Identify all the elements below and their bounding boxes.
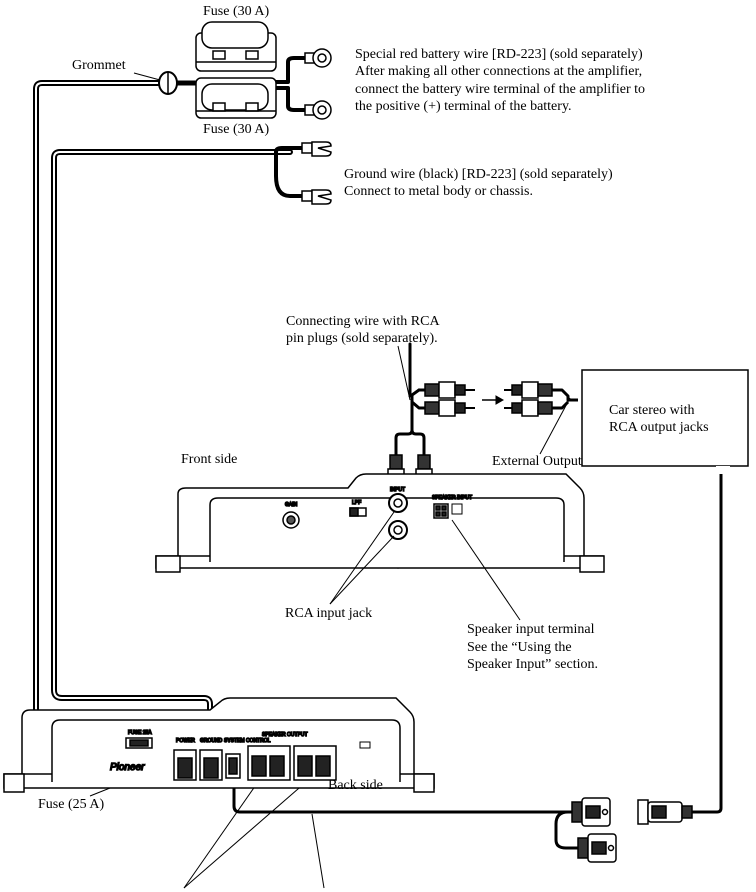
bottom-leaders <box>89 775 325 889</box>
fuse-holder-top <box>195 21 277 72</box>
back-side-label: Back side <box>328 778 383 793</box>
ground-wire-line-1: Ground wire (black) [RD-223] (sold separ… <box>344 167 613 182</box>
battery-terminal-wires <box>276 56 308 112</box>
speaker-input-line-3: Speaker Input” section. <box>467 657 599 672</box>
battery-wire <box>33 80 187 773</box>
ring-terminal-bottom <box>304 100 332 120</box>
rca-cable-line-1: Connecting wire with RCA <box>286 314 440 329</box>
rca-plug-pair-left <box>424 381 475 417</box>
back-brand-text: Pioneer <box>110 762 145 773</box>
battery-wire-line-2: After making all other connections at th… <box>355 64 643 79</box>
back-speaker-output-text: SPEAKER OUTPUT <box>262 732 308 738</box>
system-control-connector-male <box>637 799 693 825</box>
back-power-text: POWER <box>176 738 195 744</box>
rca-cable-line-2: pin plugs (sold separately). <box>286 331 438 346</box>
system-control-connector-female <box>571 797 611 827</box>
external-output-leader <box>539 397 571 455</box>
amplifier-back: FUSE 25A Pioneer POWER GROUND SYSTEM CON… <box>3 697 435 793</box>
back-fuse-text: FUSE 25A <box>128 730 152 736</box>
battery-wire-line-3: connect the battery wire terminal of the… <box>355 82 645 97</box>
speaker-input-line-2: See the “Using the <box>467 640 572 655</box>
back-system-control-text: SYSTEM CONTROL <box>224 738 271 744</box>
ground-wire <box>51 146 306 773</box>
back-ground-text: GROUND <box>200 738 223 744</box>
connect-arrow <box>482 395 505 405</box>
rca-cable <box>394 342 427 457</box>
spade-terminal-top <box>301 141 332 157</box>
ground-wire-line-2: Connect to metal body or chassis. <box>344 184 533 199</box>
front-leaders <box>329 511 521 621</box>
front-side-label: Front side <box>181 452 238 467</box>
battery-wire-line-1: Special red battery wire [RD-223] (sold … <box>355 47 643 62</box>
fuse-holder-bottom <box>195 77 277 119</box>
fuse-25-label: Fuse (25 A) <box>38 797 105 812</box>
ring-terminal-top <box>304 48 332 68</box>
system-control-connector-bottom <box>577 833 617 863</box>
car-stereo-box <box>581 369 749 467</box>
fuse-bottom-label: Fuse (30 A) <box>203 122 270 137</box>
car-stereo-line-1: Car stereo with <box>609 403 695 418</box>
front-speaker-input-text: SPEAKER INPUT <box>432 495 472 501</box>
car-stereo-line-2: RCA output jacks <box>609 420 709 435</box>
amplifier-front: GAIN LPF INPUT SPEAKER INPUT <box>155 466 730 573</box>
battery-wire-line-4: the positive (+) terminal of the battery… <box>355 99 572 114</box>
speaker-input-line-1: Speaker input terminal <box>467 622 595 637</box>
rca-to-stereo-wires <box>552 388 578 410</box>
rca-plug-pair-right <box>504 381 553 417</box>
rca-label-leader <box>397 345 411 401</box>
rca-input-jack-label: RCA input jack <box>285 606 373 621</box>
front-input-text: INPUT <box>390 487 405 493</box>
external-output-label: External Output <box>492 454 582 469</box>
front-gain-text: GAIN <box>285 502 298 508</box>
system-control-wire <box>232 466 723 850</box>
fuse-top-label: Fuse (30 A) <box>203 4 270 19</box>
grommet-label: Grommet <box>72 58 126 73</box>
spade-terminal-bottom <box>301 189 332 205</box>
front-lpf-text: LPF <box>352 500 361 506</box>
